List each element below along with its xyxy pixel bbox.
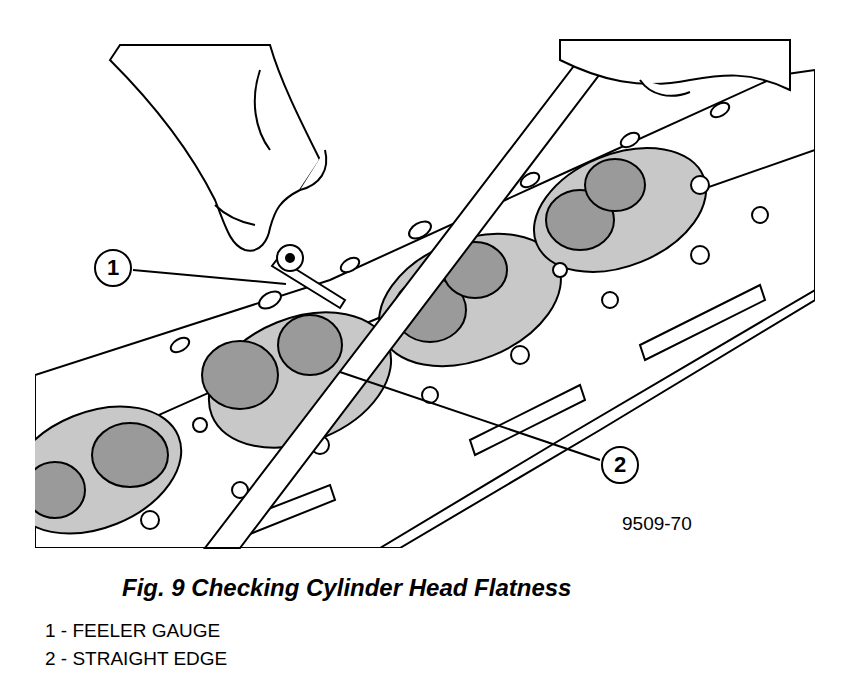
figure-number: 9509-70 — [622, 513, 692, 535]
callout-circle: 1 — [94, 249, 132, 287]
legend-line: 2 - STRAIGHT EDGE — [45, 648, 227, 670]
callout-circle: 2 — [601, 446, 639, 484]
callout-number: 1 — [107, 257, 119, 279]
callout-number: 2 — [614, 454, 626, 476]
legend-line: 1 - FEELER GAUGE — [45, 620, 220, 642]
figure-caption: Fig. 9 Checking Cylinder Head Flatness — [122, 574, 571, 602]
